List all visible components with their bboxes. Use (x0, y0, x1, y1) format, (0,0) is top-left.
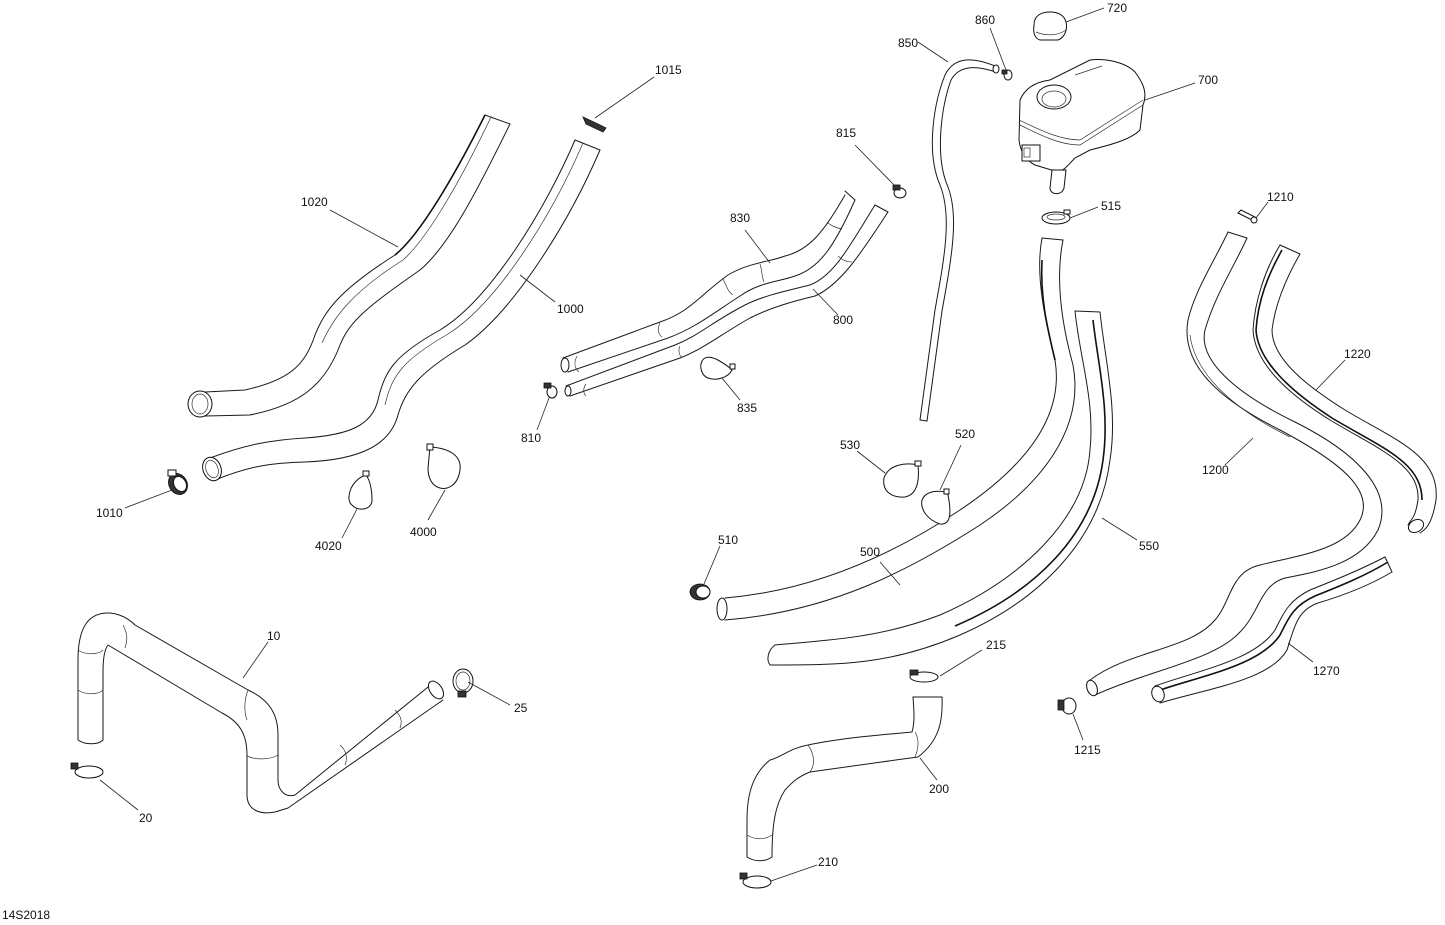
part-515-clamp[interactable]: 515 (1041, 199, 1121, 225)
callout-510: 510 (718, 533, 738, 547)
callout-1200: 1200 (1202, 463, 1229, 477)
callout-810: 810 (521, 431, 541, 445)
part-25-clamp[interactable]: 25 (452, 668, 528, 715)
part-1015-fitting[interactable]: 1015 (582, 63, 682, 133)
part-550-hose[interactable]: 550 (767, 310, 1159, 666)
callout-215: 215 (986, 638, 1006, 652)
callout-4020: 4020 (315, 539, 342, 553)
callout-860: 860 (975, 13, 995, 27)
callout-800: 800 (833, 313, 853, 327)
part-20-clamp[interactable]: 20 (70, 762, 153, 825)
part-1215-clamp[interactable]: 1215 (1057, 697, 1101, 757)
callout-4000: 4000 (410, 525, 437, 539)
callout-210: 210 (818, 855, 838, 869)
part-210-clamp[interactable]: 210 (739, 855, 838, 889)
part-530-clamp[interactable]: 530 (840, 438, 922, 498)
callout-830: 830 (730, 211, 750, 225)
callout-1220: 1220 (1344, 347, 1371, 361)
part-830-hose[interactable] (560, 190, 856, 373)
part-720-cap[interactable]: 720 (1033, 1, 1128, 41)
part-850-hose[interactable] (919, 59, 1000, 422)
part-1200-hose[interactable]: 1200 (1085, 231, 1383, 697)
part-4000-clamp[interactable]: 4000 (410, 443, 461, 539)
part-1000-hose[interactable] (199, 139, 601, 483)
callout-520: 520 (955, 427, 975, 441)
callout-700: 700 (1198, 73, 1218, 87)
callout-550: 550 (1139, 539, 1159, 553)
callout-835: 835 (737, 401, 757, 415)
part-815-clamp[interactable]: 815 (836, 126, 907, 199)
part-800-hose[interactable] (564, 204, 889, 397)
callout-1015: 1015 (655, 63, 682, 77)
part-860-clamp[interactable]: 860 (975, 13, 1013, 81)
callout-720: 720 (1107, 1, 1127, 15)
part-10-hose[interactable]: 10 (77, 612, 447, 814)
callout-20: 20 (139, 811, 153, 825)
callout-1000: 1000 (557, 302, 584, 316)
part-835-clamp[interactable]: 835 (700, 356, 758, 415)
part-1210-fitting[interactable]: 1210 (1237, 190, 1294, 224)
callout-1270: 1270 (1313, 664, 1340, 678)
callout-530: 530 (840, 438, 860, 452)
callout-500: 500 (860, 545, 880, 559)
part-810-clamp[interactable]: 810 (521, 382, 558, 445)
part-520-clamp[interactable]: 520 (921, 427, 976, 525)
part-1270-hose[interactable]: 1270 (1150, 556, 1393, 704)
callout-1210: 1210 (1267, 190, 1294, 204)
drawing-code: 14S2018 (2, 908, 51, 922)
part-200-hose[interactable]: 200 (746, 696, 949, 862)
callout-515: 515 (1101, 199, 1121, 213)
part-215-clamp[interactable]: 215 (909, 638, 1006, 683)
part-1010-clamp[interactable]: 1010 (96, 469, 191, 520)
part-500-hose[interactable] (716, 237, 1076, 621)
part-1020-hose[interactable] (187, 114, 511, 418)
callout-850: 850 (898, 36, 918, 50)
part-510-clamp[interactable]: 510 (689, 533, 738, 601)
callout-1020: 1020 (301, 195, 328, 209)
callout-815: 815 (836, 126, 856, 140)
callout-1215: 1215 (1074, 743, 1101, 757)
callout-200: 200 (929, 782, 949, 796)
part-1220-hose[interactable]: 1220 (1252, 244, 1437, 535)
callout-1010: 1010 (96, 506, 123, 520)
callout-25: 25 (514, 701, 528, 715)
part-4020-clamp[interactable]: 4020 (315, 470, 373, 553)
callout-10: 10 (267, 629, 281, 643)
part-700-reservoir[interactable]: 700 (1018, 59, 1218, 195)
